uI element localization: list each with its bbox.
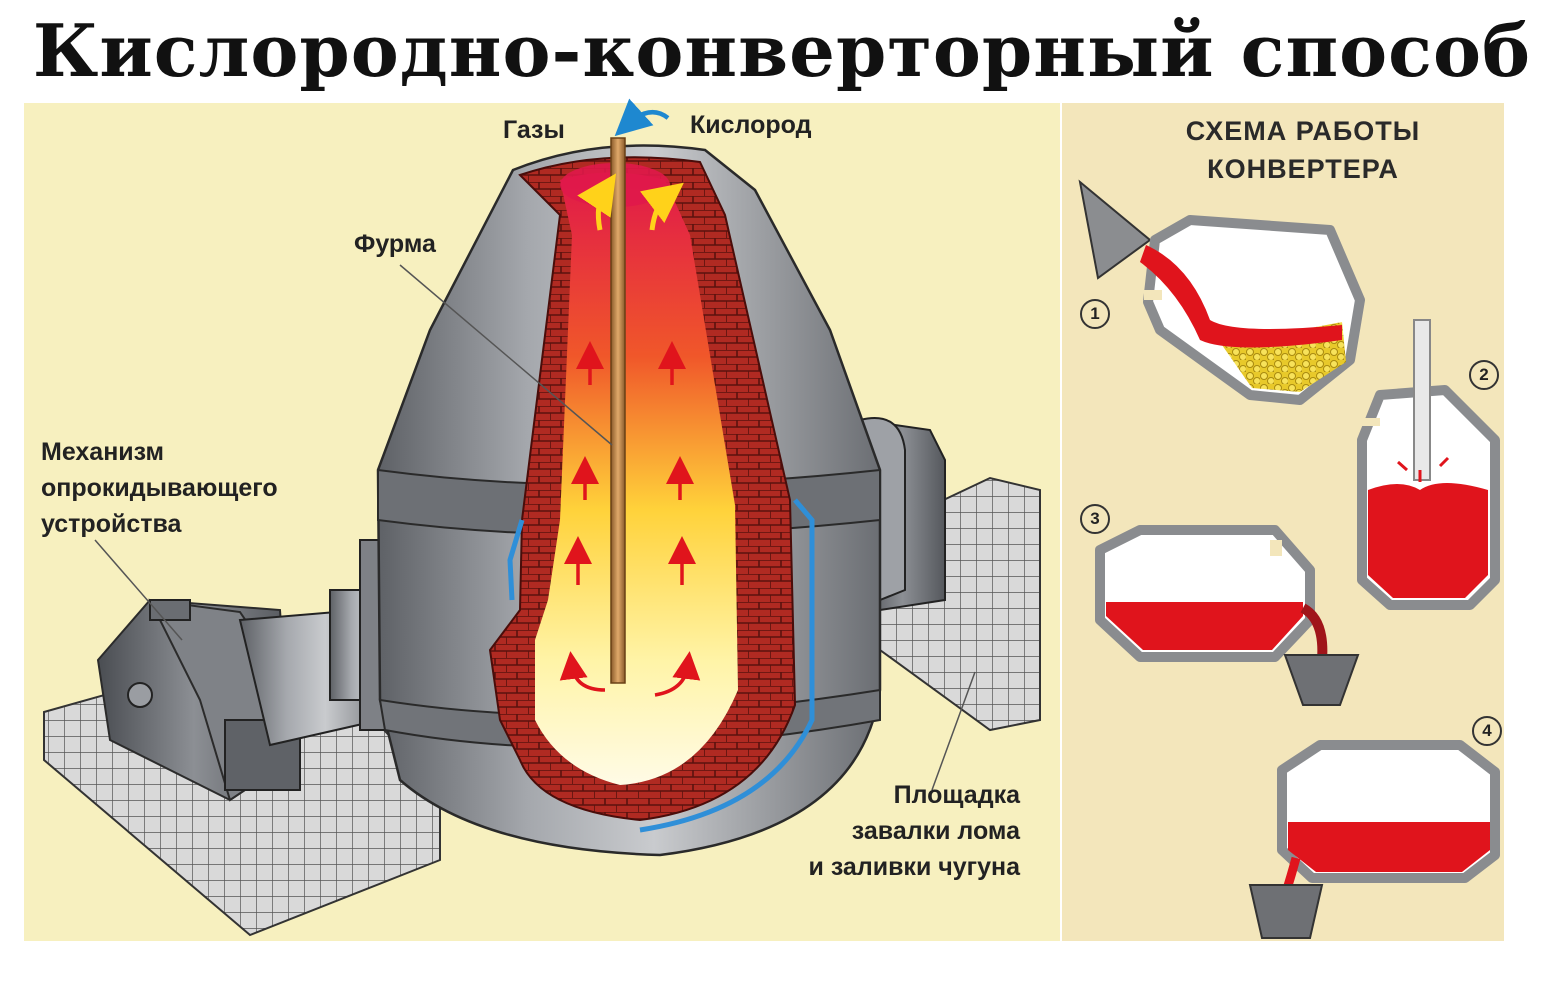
step-number-2: 2 (1469, 360, 1499, 390)
flame-interior (535, 172, 738, 785)
lance-label: Фурма (354, 230, 436, 258)
mechanism-leader-line (94, 539, 183, 641)
gas-arrow-left (577, 173, 617, 231)
scheme-title: СХЕМА РАБОТЫ КОНВЕРТЕРА (1062, 112, 1544, 188)
oxygen-label: Кислород (690, 111, 812, 139)
platform-label-line2: завалки лома (851, 817, 1020, 845)
mechanism-label-line3: устройства (41, 510, 182, 538)
platform-label: Площадка завалки лома и заливки чугуна (809, 777, 1021, 885)
step-number-4: 4 (1472, 716, 1502, 746)
lance-leader-line (399, 264, 613, 446)
gases-label: Газы (503, 116, 565, 144)
scheme-step1-charging (1078, 179, 1365, 405)
gas-arrow-right (639, 182, 684, 231)
platform-label-line3: и заливки чугуна (808, 853, 1021, 881)
mechanism-label: Механизм опрокидывающего устройства (41, 434, 278, 542)
step-number-3: 3 (1080, 504, 1110, 534)
oxygen-lance (610, 137, 626, 684)
platform-label-line1: Площадка (893, 781, 1020, 809)
mechanism-label-line2: опрокидывающего (41, 474, 278, 502)
oxygen-inlet-arrow (614, 98, 670, 137)
circulation-arrows (559, 341, 701, 697)
page-title: Кислородно-конверторный способ (32, 8, 1532, 93)
mechanism-label-line1: Механизм (41, 438, 164, 466)
scheme-step3-tapping (1095, 525, 1360, 706)
platform-leader-line (931, 671, 976, 791)
scheme-step4-slag (1248, 740, 1500, 939)
scheme-step2-blowing (1357, 319, 1500, 610)
scheme-title-line1: СХЕМА РАБОТЫ (1185, 116, 1421, 146)
step-number-1: 1 (1080, 299, 1110, 329)
scheme-title-line2: КОНВЕРТЕРА (1207, 154, 1399, 184)
